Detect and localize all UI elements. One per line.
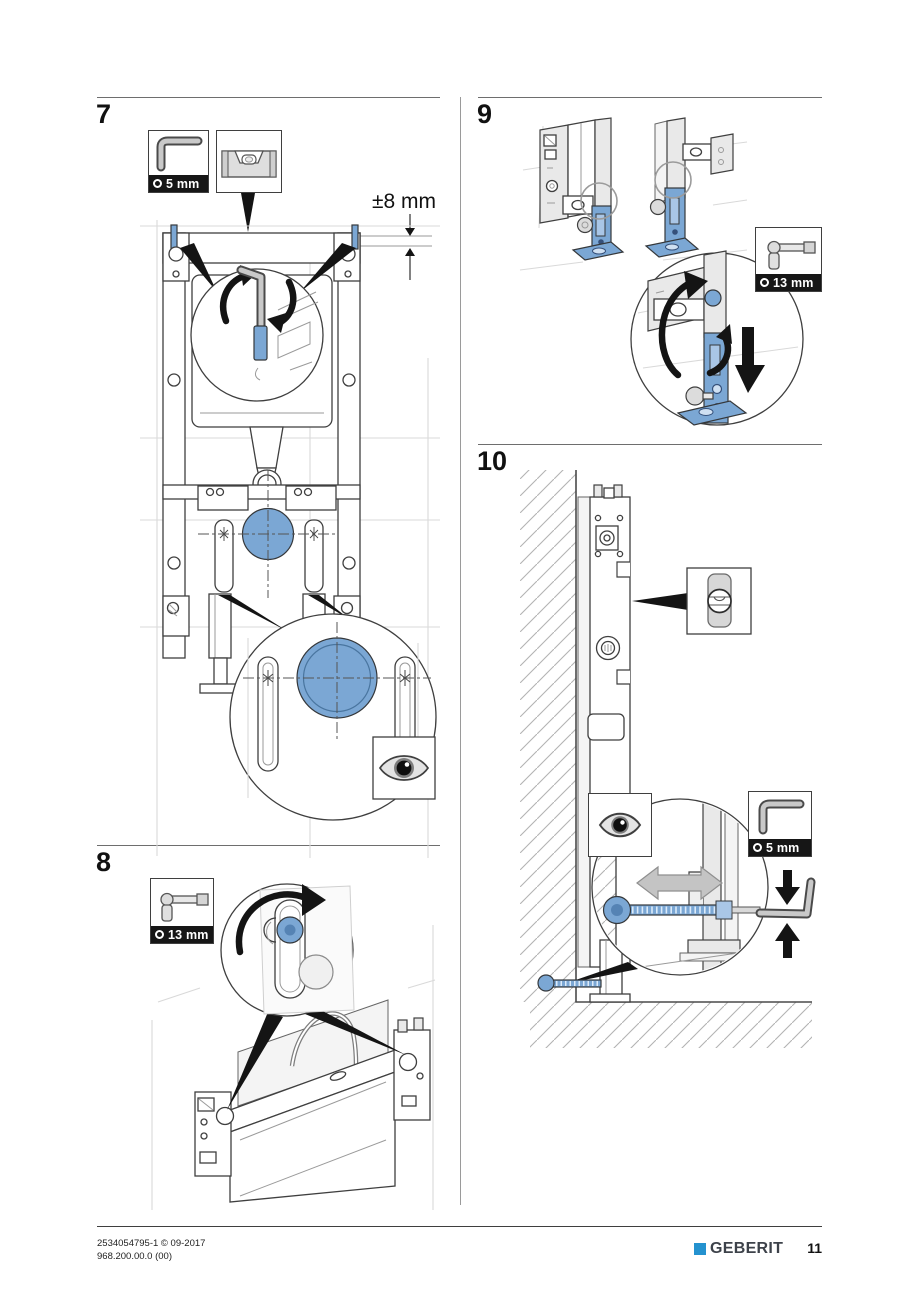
frame-side-illustration bbox=[520, 470, 816, 1048]
eye-icon bbox=[598, 812, 642, 838]
toolbox-allen-key-5mm: 5 mm bbox=[748, 791, 812, 857]
tool-size-text: 13 mm bbox=[168, 927, 209, 942]
socket-wrench-icon bbox=[160, 892, 209, 922]
frame-front-illustration bbox=[140, 220, 440, 858]
footer-doc-info: 2534054795-1 © 09-2017 968.200.00.0 (00) bbox=[97, 1238, 205, 1263]
right-leg bbox=[644, 117, 734, 258]
star-knob bbox=[576, 216, 594, 234]
star-knob bbox=[685, 386, 705, 406]
step-7-number: 7 bbox=[96, 99, 112, 129]
left-leg bbox=[539, 117, 625, 261]
detail-circle-adjustment bbox=[190, 265, 324, 402]
step-8-rule bbox=[97, 845, 440, 846]
pointer-triangle-level bbox=[241, 193, 255, 232]
floor-hatch bbox=[530, 1002, 812, 1048]
corner-hole bbox=[215, 1106, 235, 1126]
tool-size-label: 5 mm bbox=[749, 839, 811, 856]
frame-feet-illustration bbox=[519, 117, 748, 271]
step-9-number: 9 bbox=[477, 99, 493, 129]
wall-floor-line bbox=[575, 470, 812, 1003]
rotation-arrow-icon bbox=[219, 272, 248, 325]
pointer-triangle bbox=[300, 243, 356, 292]
support-bar bbox=[162, 484, 361, 511]
star-knob bbox=[649, 198, 667, 216]
foot-adjust-detail bbox=[630, 250, 804, 426]
tool-size-text: 13 mm bbox=[773, 275, 814, 290]
eye-box bbox=[588, 793, 652, 857]
toolbox-spirit-level bbox=[216, 130, 282, 193]
footer-rule bbox=[97, 1226, 822, 1227]
fixation-slots bbox=[214, 519, 324, 593]
eye-box bbox=[372, 736, 436, 800]
spirit-level-detail-box bbox=[686, 567, 752, 635]
tool-size-label: 5 mm bbox=[149, 175, 208, 192]
pointer-triangle bbox=[564, 962, 638, 984]
step-7-rule bbox=[97, 97, 440, 98]
hex-socket-icon bbox=[153, 179, 162, 188]
frame-top-illustration bbox=[151, 883, 436, 1210]
drain-circle bbox=[198, 470, 338, 598]
adjust-rod bbox=[253, 325, 268, 361]
pointer-triangle bbox=[180, 243, 217, 292]
hex-socket-icon bbox=[760, 278, 769, 287]
allen-key-icon bbox=[758, 799, 804, 834]
socket-wrench-icon bbox=[766, 240, 816, 270]
tool-size-text: 5 mm bbox=[766, 840, 800, 855]
allen-key-icon bbox=[156, 136, 203, 172]
clamp-arrows bbox=[775, 870, 800, 958]
toolbox-allen-key-5mm: 5 mm bbox=[148, 130, 209, 193]
star-knob-blue bbox=[602, 895, 632, 925]
spirit-level-icon bbox=[221, 149, 277, 178]
frame-top-view bbox=[194, 999, 431, 1203]
hex-socket-icon bbox=[155, 930, 164, 939]
pointer-triangle bbox=[308, 595, 349, 619]
page-number: 11 bbox=[807, 1240, 822, 1256]
step-8-number: 8 bbox=[96, 847, 112, 877]
pointer-triangle bbox=[305, 1008, 406, 1055]
adjust-rod-left bbox=[170, 224, 178, 250]
footer-doc-id: 2534054795-1 © 09-2017 bbox=[97, 1238, 206, 1249]
bottom-anchor-rod bbox=[537, 974, 602, 992]
wall-hatch bbox=[520, 470, 576, 1002]
toolbox-socket-13mm: 13 mm bbox=[755, 227, 822, 292]
brand-name: GEBERIT bbox=[710, 1240, 784, 1257]
step-10-rule bbox=[478, 444, 822, 445]
geberit-logo: GEBERIT bbox=[694, 1240, 783, 1258]
detail-circle-drain bbox=[229, 613, 437, 821]
double-arrow-icon bbox=[636, 865, 723, 901]
toolbox-socket-13mm: 13 mm bbox=[150, 878, 214, 944]
hex-nut bbox=[704, 289, 722, 307]
footer-article-code: 968.200.00.0 (00) bbox=[97, 1250, 173, 1262]
adjust-range-label: ±8 mm bbox=[371, 190, 436, 213]
hex-socket-icon bbox=[753, 843, 762, 852]
tool-size-label: 13 mm bbox=[151, 926, 213, 943]
foot-plate bbox=[589, 993, 631, 1003]
corner-hole bbox=[398, 1052, 418, 1072]
tool-size-text: 5 mm bbox=[166, 176, 200, 191]
highlight-ring bbox=[654, 161, 692, 199]
step-9-rule bbox=[478, 97, 822, 98]
pointer-triangle bbox=[632, 593, 688, 610]
highlight-ring bbox=[580, 182, 618, 220]
pointer-triangle bbox=[227, 1012, 283, 1110]
rotation-arrow-icon bbox=[658, 279, 694, 379]
down-arrow-icon bbox=[735, 327, 765, 393]
tool-size-label: 13 mm bbox=[756, 274, 821, 291]
dimension-arrows bbox=[352, 214, 432, 280]
step-10-number: 10 bbox=[477, 446, 508, 476]
duofix-frame bbox=[162, 224, 361, 659]
detail-circle-nut bbox=[220, 883, 355, 1017]
adjust-rod-right bbox=[351, 224, 359, 250]
pointer-triangle bbox=[218, 595, 287, 631]
rotation-arrow-icon bbox=[235, 891, 310, 956]
geberit-logo-square bbox=[694, 1243, 706, 1255]
column-divider bbox=[460, 97, 461, 1205]
